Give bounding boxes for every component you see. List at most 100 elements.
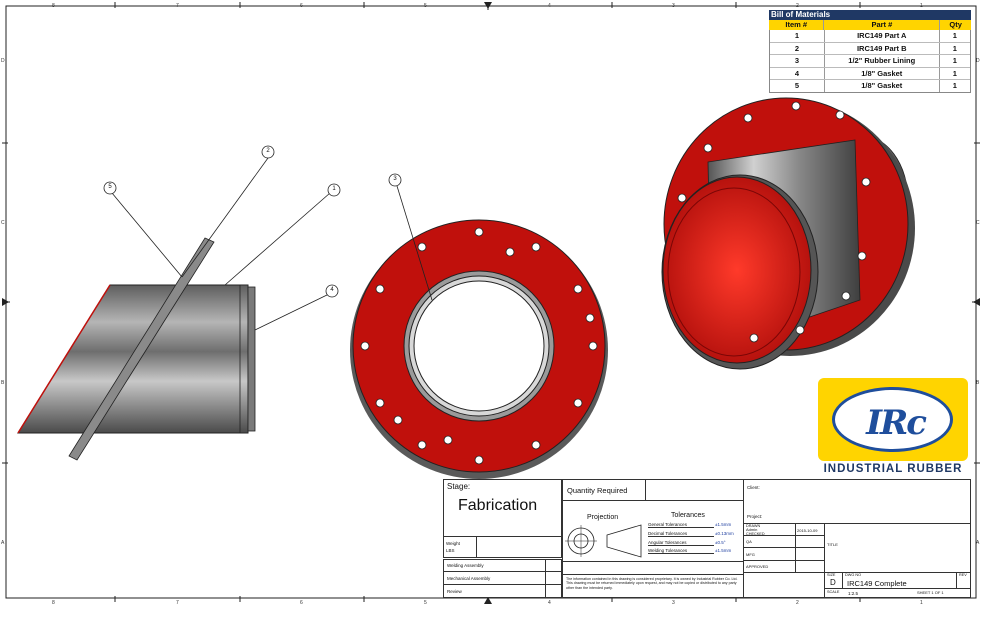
- zone-top-8: 8: [52, 3, 55, 9]
- balloon-2: 2: [266, 148, 270, 154]
- mechanical-assembly-label: Mechanical Assembly: [447, 576, 491, 581]
- mechanical-assembly-check: [545, 571, 562, 585]
- zone-left-d: D: [1, 58, 5, 64]
- title-label: TITLE: [827, 542, 838, 547]
- quantity-value-cell: [645, 479, 744, 501]
- tolerance-angular-value: ±0.5°: [715, 540, 726, 545]
- zone-left-a: A: [1, 540, 5, 546]
- balloon-4: 4: [330, 287, 334, 293]
- mechanical-assembly-cell: Mechanical Assembly: [443, 571, 546, 585]
- zone-right-b: B: [976, 380, 980, 386]
- stage-label: Stage:: [447, 482, 471, 491]
- zone-bottom-3: 3: [672, 600, 675, 606]
- tolerances-label: Tolerances: [671, 512, 705, 519]
- zone-top-5: 5: [424, 3, 427, 9]
- bom-item: 1: [770, 30, 825, 42]
- bom-qty: 1: [952, 43, 957, 53]
- balloon-3-leader: [396, 185, 433, 301]
- bom-title: Bill of Materials: [769, 10, 971, 20]
- qa-label: QA: [746, 539, 752, 544]
- dwg-label: DWG NO: [845, 573, 862, 577]
- disclaimer-text: The information contained in this drawin…: [566, 577, 738, 590]
- tolerance-welding-name: Welding Tolerances: [648, 548, 714, 554]
- balloon-1: 1: [332, 186, 336, 192]
- zone-bottom-1: 1: [920, 600, 923, 606]
- balloon-5: 5: [108, 184, 112, 190]
- industrial-rubber-logo: IRc INDUSTRIAL RUBBER: [818, 378, 968, 476]
- balloon-2-circle: [261, 145, 275, 159]
- zone-bottom-2: 2: [796, 600, 799, 606]
- bom-part: IRC149 Part B: [825, 42, 940, 55]
- drawn-by: Admin: [746, 527, 758, 532]
- bom-item: 2: [770, 42, 825, 55]
- zone-left-b: B: [1, 380, 5, 386]
- client-project-cell: Client: Project:: [743, 479, 971, 524]
- bom-row: 5 1/8" Gasket 1: [770, 80, 970, 92]
- bom-header-part: Part #: [824, 20, 941, 30]
- bom-part: 1/8" Gasket: [825, 80, 940, 92]
- checked-label: CHECKED: [746, 532, 765, 536]
- balloon-1-circle: [327, 183, 341, 197]
- zone-top-3: 3: [672, 3, 675, 9]
- mfg-date-cell: [795, 547, 825, 561]
- weight-value-cell: [476, 536, 562, 558]
- logo-caption: INDUSTRIAL RUBBER: [823, 463, 963, 475]
- tolerance-welding-value: ±1.5mm: [715, 548, 732, 553]
- drawn-label: DRAWN: [746, 524, 761, 528]
- quantity-label: Quantity Required: [567, 486, 628, 495]
- mfg-cell: MFG: [743, 547, 796, 561]
- client-label: Client:: [747, 485, 760, 490]
- size-label: SIZE: [827, 573, 836, 577]
- bom-part: 1/8" Gasket: [825, 67, 940, 80]
- project-label: Project:: [747, 514, 763, 519]
- zone-top-2: 2: [796, 3, 799, 9]
- bom-part: IRC149 Part A: [825, 30, 940, 42]
- zone-bottom-5: 5: [424, 600, 427, 606]
- zone-bottom-4: 4: [548, 600, 551, 606]
- size-cell: SIZE D: [824, 572, 843, 589]
- balloon-5-circle: [103, 181, 117, 195]
- zone-bottom-8: 8: [52, 600, 55, 606]
- zone-bottom-7: 7: [176, 600, 179, 606]
- tolerance-angular-name: Angular Tolerances: [648, 540, 714, 546]
- dwg-value: IRC149 Complete: [847, 579, 907, 588]
- review-label: Review: [447, 589, 462, 594]
- projection-label: Projection: [587, 514, 619, 521]
- front-view-bolt-holes: [360, 227, 598, 465]
- zone-right-a: A: [976, 540, 980, 546]
- rev-cell: REV: [956, 572, 971, 589]
- zone-top-4: 4: [548, 3, 551, 9]
- zone-top-6: 6: [300, 3, 303, 9]
- blank-row-cell: [562, 561, 744, 575]
- tolerance-general-value: ±1.5mm: [715, 522, 732, 527]
- bom-row: 1 IRC149 Part A 1: [770, 30, 970, 43]
- zone-right-c: C: [976, 220, 980, 226]
- mfg-label: MFG: [746, 552, 755, 557]
- review-check: [545, 584, 562, 598]
- quantity-cell: Quantity Required: [562, 479, 646, 501]
- stage-value: Fabrication: [458, 497, 538, 514]
- approved-label: APPROVED: [746, 564, 769, 569]
- weight-label: Weight: [446, 541, 460, 546]
- review-cell: Review: [443, 584, 546, 598]
- projection-symbol-icon: [565, 524, 642, 558]
- dwg-cell: DWG NO IRC149 Complete: [842, 572, 957, 589]
- balloon-3-circle: [388, 173, 402, 187]
- tolerance-general-name: General Tolerances: [648, 522, 714, 528]
- bom-header-row: Item # Part # Qty: [769, 20, 971, 30]
- logo-ellipse: IRc: [832, 387, 953, 452]
- bom-row: 4 1/8" Gasket 1: [770, 67, 970, 81]
- isometric-view: [661, 97, 915, 370]
- stage-cell: Stage: Fabrication: [443, 479, 562, 537]
- side-view-pipe: [17, 237, 256, 461]
- balloon-3: 3: [393, 176, 397, 182]
- bom-header-qty: Qty: [949, 20, 962, 29]
- bom-row: 2 IRC149 Part B 1: [770, 42, 970, 56]
- bom-header-item: Item #: [769, 20, 825, 30]
- projection-tolerance-cell: Projection Tolerances General Tolerances…: [562, 500, 744, 562]
- isometric-bolt-holes: [677, 101, 871, 343]
- bom-row: 3 1/2" Rubber Lining 1: [770, 55, 970, 68]
- welding-assembly-label: Welding Assembly: [447, 563, 484, 568]
